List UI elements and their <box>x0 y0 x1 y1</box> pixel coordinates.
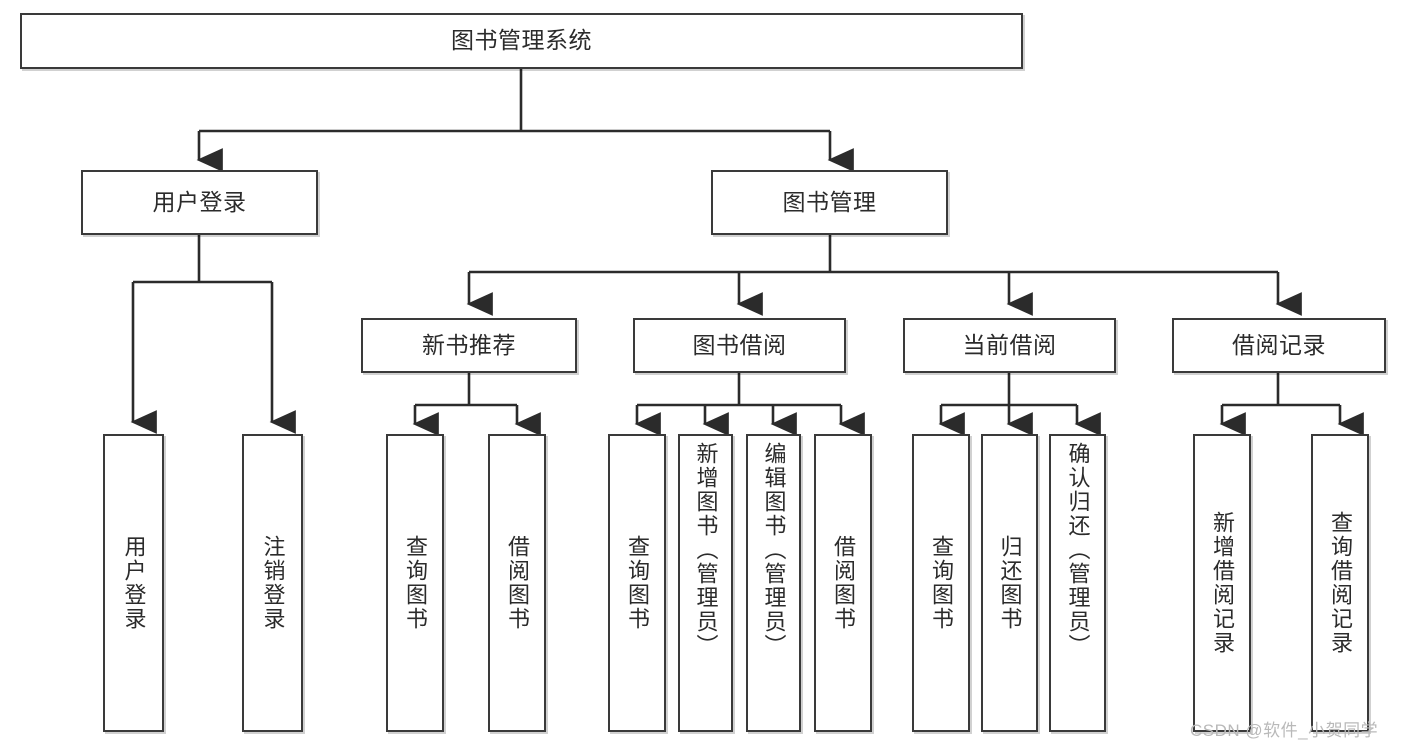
node-borrow-record-label: 借阅记录 <box>1232 331 1326 358</box>
node-leaf-user-login[interactable]: 用户登录 <box>103 434 164 732</box>
node-leaf-query-record[interactable]: 查询借阅记录 <box>1311 434 1369 732</box>
node-book-borrow-label: 图书借阅 <box>692 331 787 358</box>
node-leaf-borrow-book-2[interactable]: 借阅图书 <box>814 434 872 732</box>
node-leaf-user-logout[interactable]: 注销登录 <box>242 434 303 732</box>
node-leaf-confirm-return[interactable]: 确认归还（管理员） <box>1049 434 1106 732</box>
node-leaf-add-record[interactable]: 新增借阅记录 <box>1193 434 1251 732</box>
node-book-manage-label: 图书管理 <box>782 188 877 215</box>
node-leaf-return-book[interactable]: 归还图书 <box>981 434 1038 732</box>
node-leaf-query-book-2-label: 查询图书 <box>625 535 650 631</box>
node-leaf-query-book-1[interactable]: 查询图书 <box>386 434 444 732</box>
node-leaf-borrow-book-1[interactable]: 借阅图书 <box>488 434 546 732</box>
node-leaf-query-book-2[interactable]: 查询图书 <box>608 434 666 732</box>
node-leaf-user-login-label: 用户登录 <box>121 535 147 631</box>
node-new-book-recommend[interactable]: 新书推荐 <box>361 318 577 373</box>
node-leaf-query-book-3-label: 查询图书 <box>929 535 954 631</box>
node-book-borrow[interactable]: 图书借阅 <box>633 318 846 373</box>
node-user-login[interactable]: 用户登录 <box>81 170 318 235</box>
node-leaf-query-book-1-label: 查询图书 <box>403 535 428 631</box>
node-current-borrow-label: 当前借阅 <box>962 331 1057 358</box>
node-leaf-confirm-return-label: 确认归还（管理员） <box>1065 442 1091 658</box>
node-book-manage[interactable]: 图书管理 <box>711 170 948 235</box>
node-leaf-borrow-book-1-label: 借阅图书 <box>505 535 530 631</box>
node-leaf-query-book-3[interactable]: 查询图书 <box>912 434 970 732</box>
node-borrow-record[interactable]: 借阅记录 <box>1172 318 1386 373</box>
node-root[interactable]: 图书管理系统 <box>20 13 1023 69</box>
csdn-watermark: CSDN @软件_小贺同学 <box>1190 721 1379 740</box>
node-root-label: 图书管理系统 <box>451 27 592 54</box>
node-current-borrow[interactable]: 当前借阅 <box>903 318 1116 373</box>
node-leaf-add-record-label: 新增借阅记录 <box>1210 511 1235 655</box>
node-leaf-user-logout-label: 注销登录 <box>260 535 286 631</box>
node-new-book-recommend-label: 新书推荐 <box>422 331 516 358</box>
node-leaf-query-record-label: 查询借阅记录 <box>1328 511 1353 655</box>
node-leaf-return-book-label: 归还图书 <box>997 535 1023 631</box>
node-user-login-label: 用户登录 <box>152 188 247 215</box>
node-leaf-edit-book-label: 编辑图书（管理员） <box>761 442 787 658</box>
node-leaf-edit-book[interactable]: 编辑图书（管理员） <box>746 434 801 732</box>
node-leaf-borrow-book-2-label: 借阅图书 <box>831 535 856 631</box>
node-leaf-add-book[interactable]: 新增图书（管理员） <box>678 434 733 732</box>
node-leaf-add-book-label: 新增图书（管理员） <box>693 442 719 658</box>
